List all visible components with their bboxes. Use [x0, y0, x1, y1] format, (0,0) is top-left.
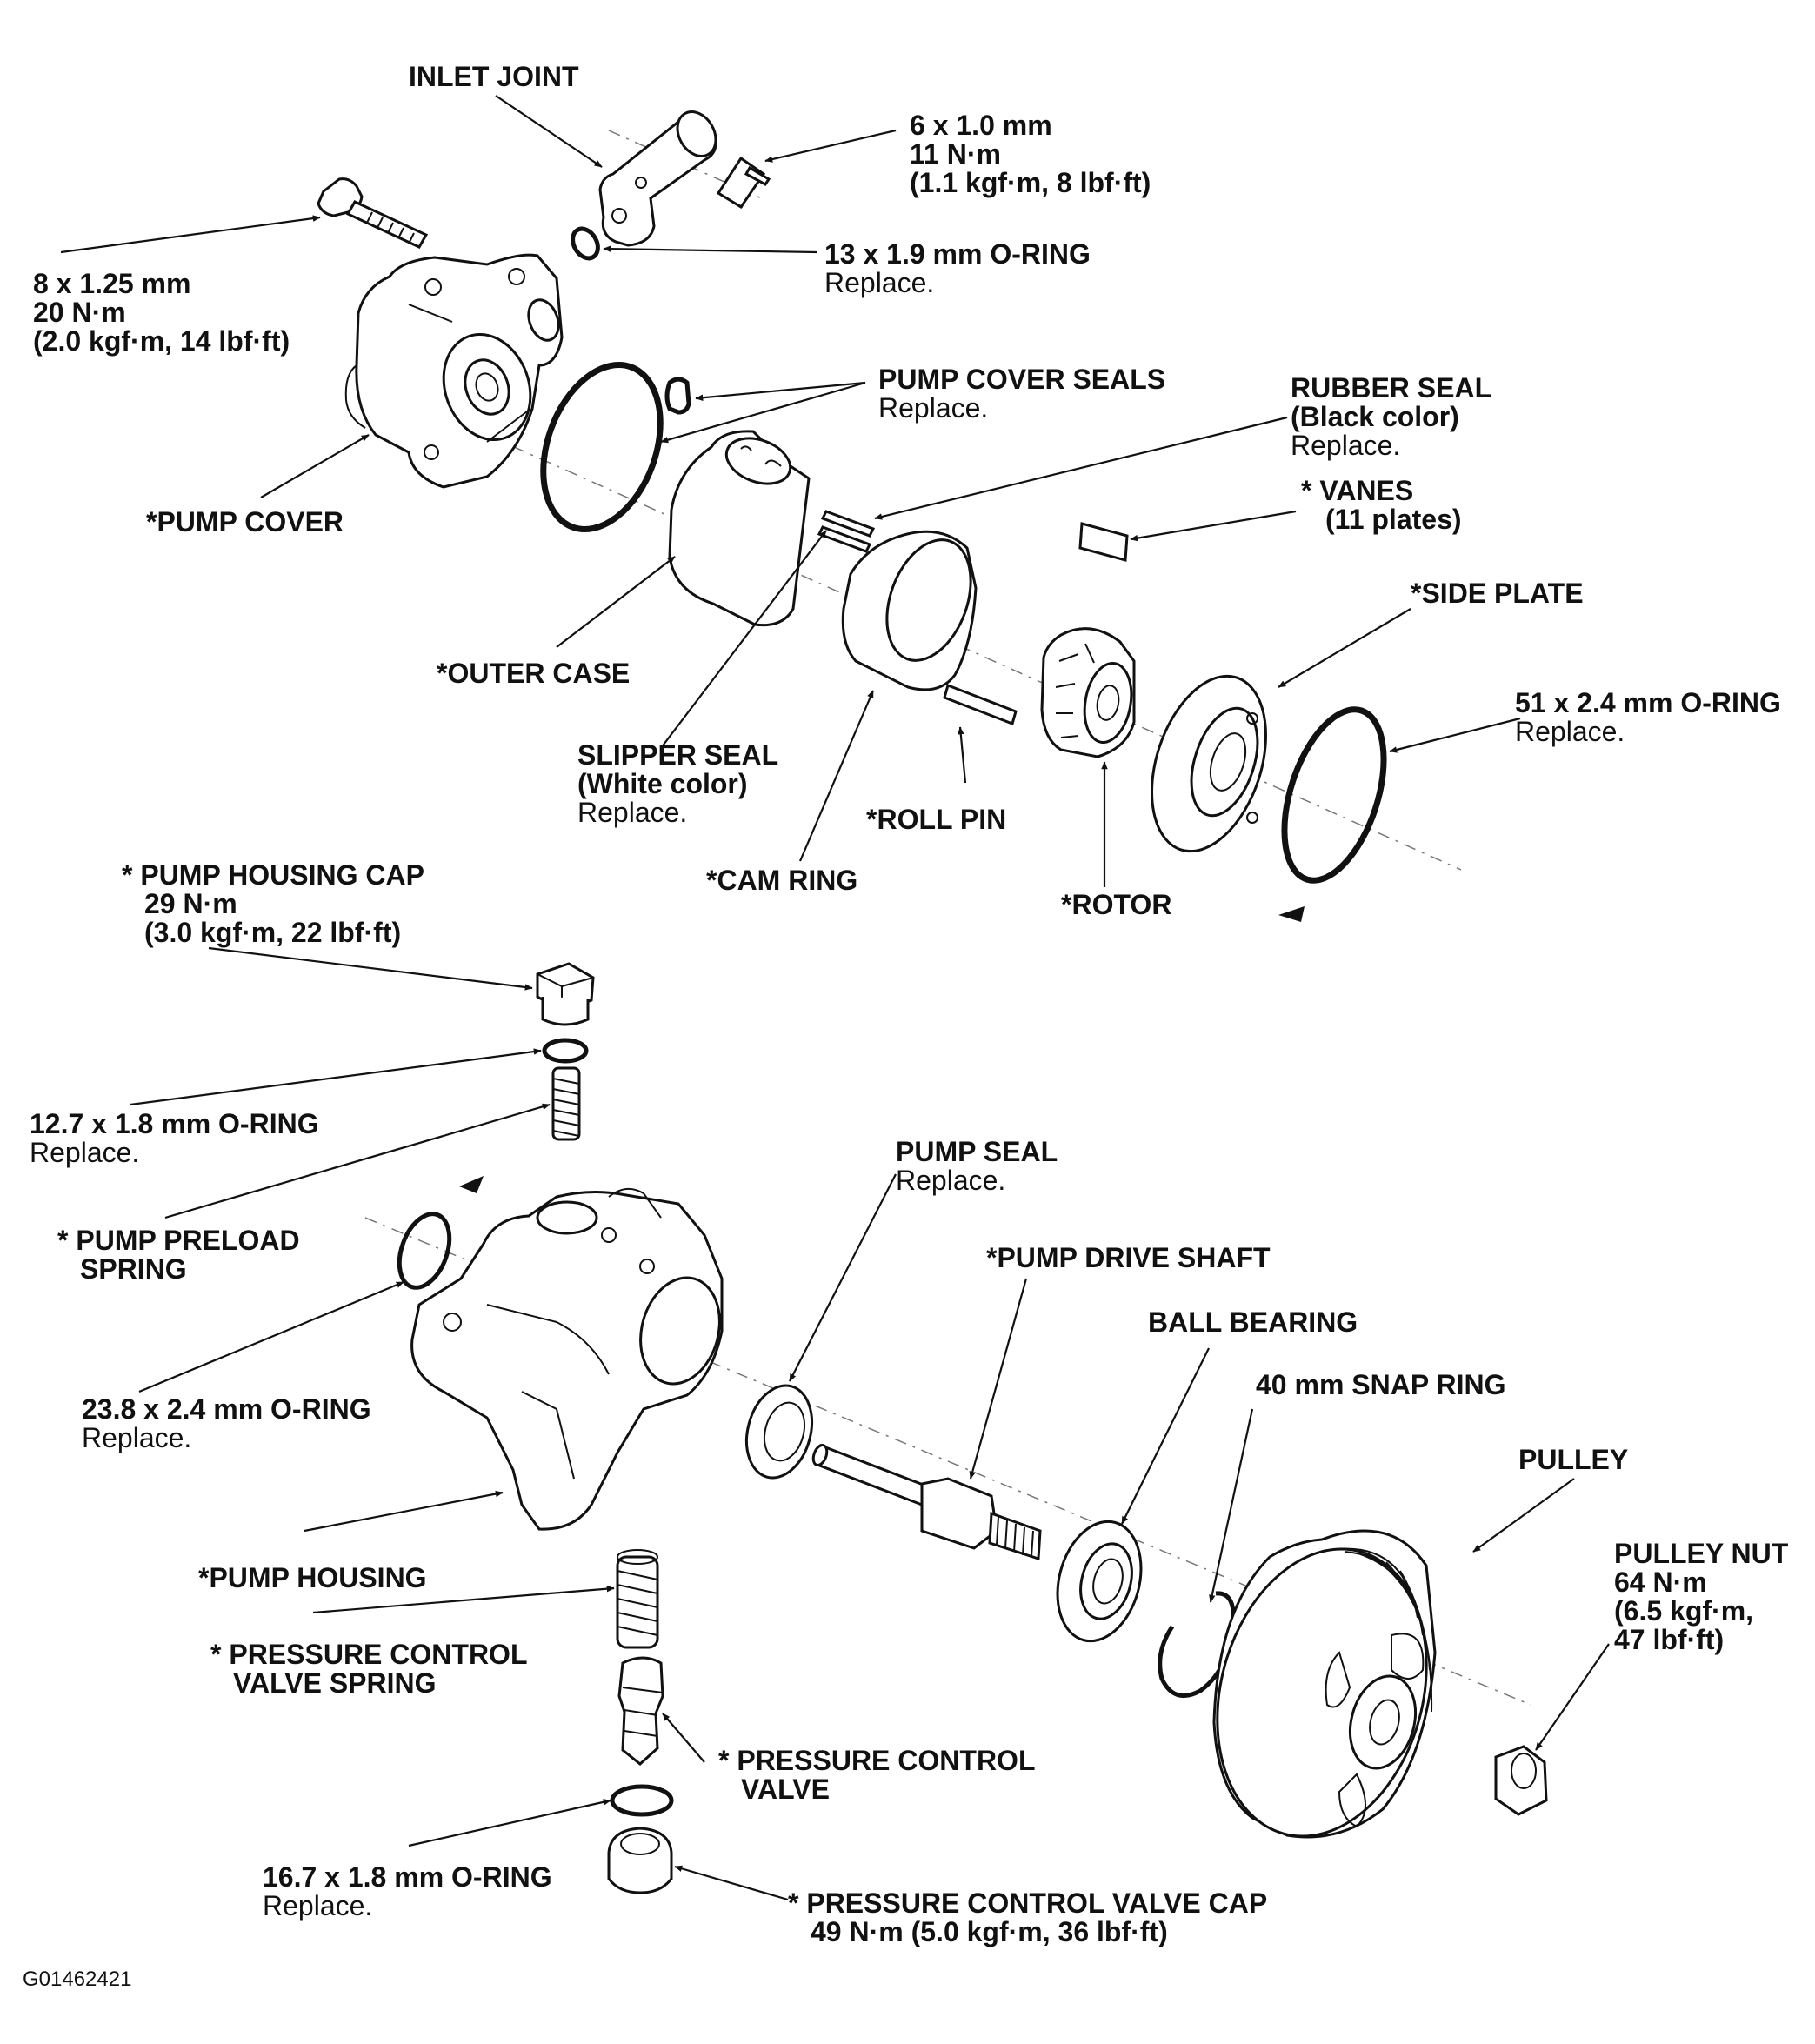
vanes: [1078, 522, 1129, 562]
label-side-plate: *SIDE PLATE: [1411, 578, 1584, 609]
pressure-control-valve: [617, 1656, 664, 1766]
label-pressure-control-valve-spring: * PRESSURE CONTROL VALVE SPRING: [210, 1639, 528, 1699]
pulley-nut: [1494, 1745, 1548, 1816]
inlet-bolt: [716, 156, 771, 210]
label-oring-12mm: 12.7 x 1.8 mm O-RING Replace.: [30, 1108, 319, 1168]
label-oring-23mm: 23.8 x 2.4 mm O-RING Replace.: [82, 1393, 371, 1453]
roll-pin: [943, 684, 1018, 725]
snap-ring-40mm: [1158, 1591, 1236, 1699]
label-snap-ring-40mm: 40 mm SNAP RING: [1256, 1369, 1506, 1400]
rubber-seal: [820, 510, 876, 538]
figure-id: G01462421: [23, 1967, 132, 1991]
outer-case: [668, 430, 811, 627]
pump-housing-cap: [536, 962, 595, 1026]
pump-cover-seal-small: [664, 377, 691, 415]
label-pump-housing-cap: * PUMP HOUSING CAP 29 N·m (3.0 kgf·m, 22…: [122, 859, 424, 948]
upper-assembly-axis: [486, 434, 1462, 871]
pump-housing: [410, 1187, 724, 1531]
label-outer-case: *OUTER CASE: [437, 658, 631, 689]
label-pump-preload-spring: * PUMP PRELOAD SPRING: [57, 1225, 300, 1285]
label-pressure-control-valve-cap: * PRESSURE CONTROL VALVE CAP 49 N·m (5.0…: [788, 1887, 1268, 1947]
pressure-control-valve-cap: [607, 1827, 673, 1894]
pump-preload-spring: [551, 1066, 581, 1141]
side-plate: [1151, 674, 1267, 853]
label-pump-cover-seals: PUMP COVER SEALS Replace.: [878, 364, 1166, 424]
label-pump-cover: *PUMP COVER: [146, 506, 344, 538]
oring-13mm: [571, 226, 600, 261]
label-oring-51mm: 51 x 2.4 mm O-RING Replace.: [1515, 687, 1781, 747]
label-pump-housing: *PUMP HOUSING: [198, 1562, 427, 1593]
label-pump-seal: PUMP SEAL Replace.: [896, 1136, 1058, 1196]
rotor: [1040, 627, 1136, 758]
label-cover-bolt-spec: 8 x 1.25 mm 20 N·m (2.0 kgf·m, 14 lbf·ft…: [33, 268, 290, 357]
pump-cover: [344, 253, 564, 489]
label-inlet-joint: INLET JOINT: [409, 61, 579, 92]
upper-direction-arrow: [1278, 906, 1305, 922]
pump-drive-shaft: [811, 1443, 1042, 1561]
label-roll-pin: *ROLL PIN: [866, 804, 1007, 835]
ball-bearing: [1056, 1520, 1143, 1643]
label-pulley: PULLEY: [1518, 1444, 1629, 1475]
label-rubber-seal: RUBBER SEAL (Black color) Replace.: [1291, 372, 1492, 461]
cover-bolt: [317, 177, 429, 249]
label-oring-13mm: 13 x 1.9 mm O-RING Replace.: [824, 238, 1091, 298]
label-pump-drive-shaft: *PUMP DRIVE SHAFT: [986, 1242, 1271, 1273]
label-pressure-control-valve: * PRESSURE CONTROL VALVE: [718, 1745, 1036, 1805]
cam-ring: [841, 530, 978, 691]
label-oring-16mm: 16.7 x 1.8 mm O-RING Replace.: [263, 1861, 552, 1921]
lower-direction-arrow: [459, 1176, 484, 1193]
pump-cover-seal-large: [540, 362, 664, 532]
label-cam-ring: *CAM RING: [706, 865, 858, 896]
pulley: [1212, 1529, 1437, 1839]
label-rotor: *ROTOR: [1061, 889, 1172, 920]
label-ball-bearing: BALL BEARING: [1148, 1306, 1358, 1338]
label-vanes: * VANES (11 plates): [1301, 475, 1462, 535]
oring-12mm: [542, 1038, 589, 1064]
pump-seal: [745, 1384, 813, 1480]
inlet-joint: [598, 110, 717, 247]
label-pulley-nut: PULLEY NUT 64 N·m (6.5 kgf·m, 47 lbf·ft): [1614, 1538, 1789, 1655]
label-slipper-seal: SLIPPER SEAL (White color) Replace.: [577, 739, 779, 828]
oring-51mm: [1281, 706, 1387, 884]
leader-lines: [60, 95, 1610, 1901]
oring-23mm: [397, 1212, 452, 1290]
label-inlet-bolt-spec: 6 x 1.0 mm 11 N·m (1.1 kgf·m, 8 lbf·ft): [910, 110, 1151, 198]
oring-16mm: [610, 1784, 674, 1817]
pressure-control-valve-spring: [616, 1549, 659, 1649]
